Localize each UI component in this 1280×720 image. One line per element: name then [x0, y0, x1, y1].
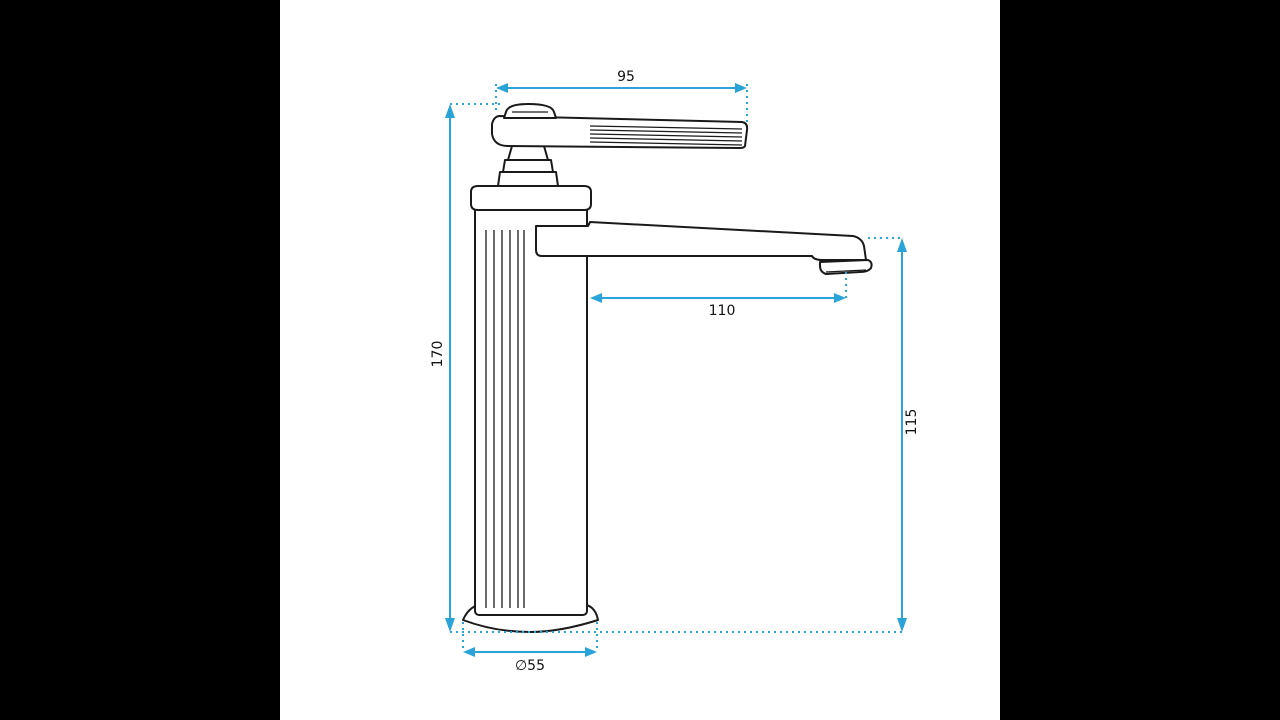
- dim-base-diameter: [462, 622, 598, 657]
- dim-handle-width: [495, 83, 748, 122]
- cartridge-ring: [502, 159, 554, 173]
- body-grooves: [485, 230, 525, 608]
- faucet: [462, 103, 873, 633]
- label-handle-width: 95: [617, 69, 635, 85]
- cartridge-stem: [497, 171, 559, 187]
- dim-spout-reach: [590, 272, 847, 303]
- cartridge-neck: [507, 145, 549, 161]
- dim-total-height: [445, 103, 500, 632]
- label-total-height: 170: [430, 341, 446, 368]
- label-spout-height: 115: [904, 409, 920, 436]
- dim-spout-height: [868, 237, 907, 632]
- label-spout-reach: 110: [709, 303, 736, 319]
- lever-grooves: [589, 125, 743, 146]
- lever-knob: [503, 103, 557, 119]
- spout: [535, 221, 867, 261]
- body-cap: [470, 185, 592, 211]
- aerator-line: [825, 269, 867, 273]
- label-base-diameter: ∅55: [515, 658, 545, 674]
- dimension-lines: [445, 83, 907, 657]
- body-column: [474, 204, 588, 616]
